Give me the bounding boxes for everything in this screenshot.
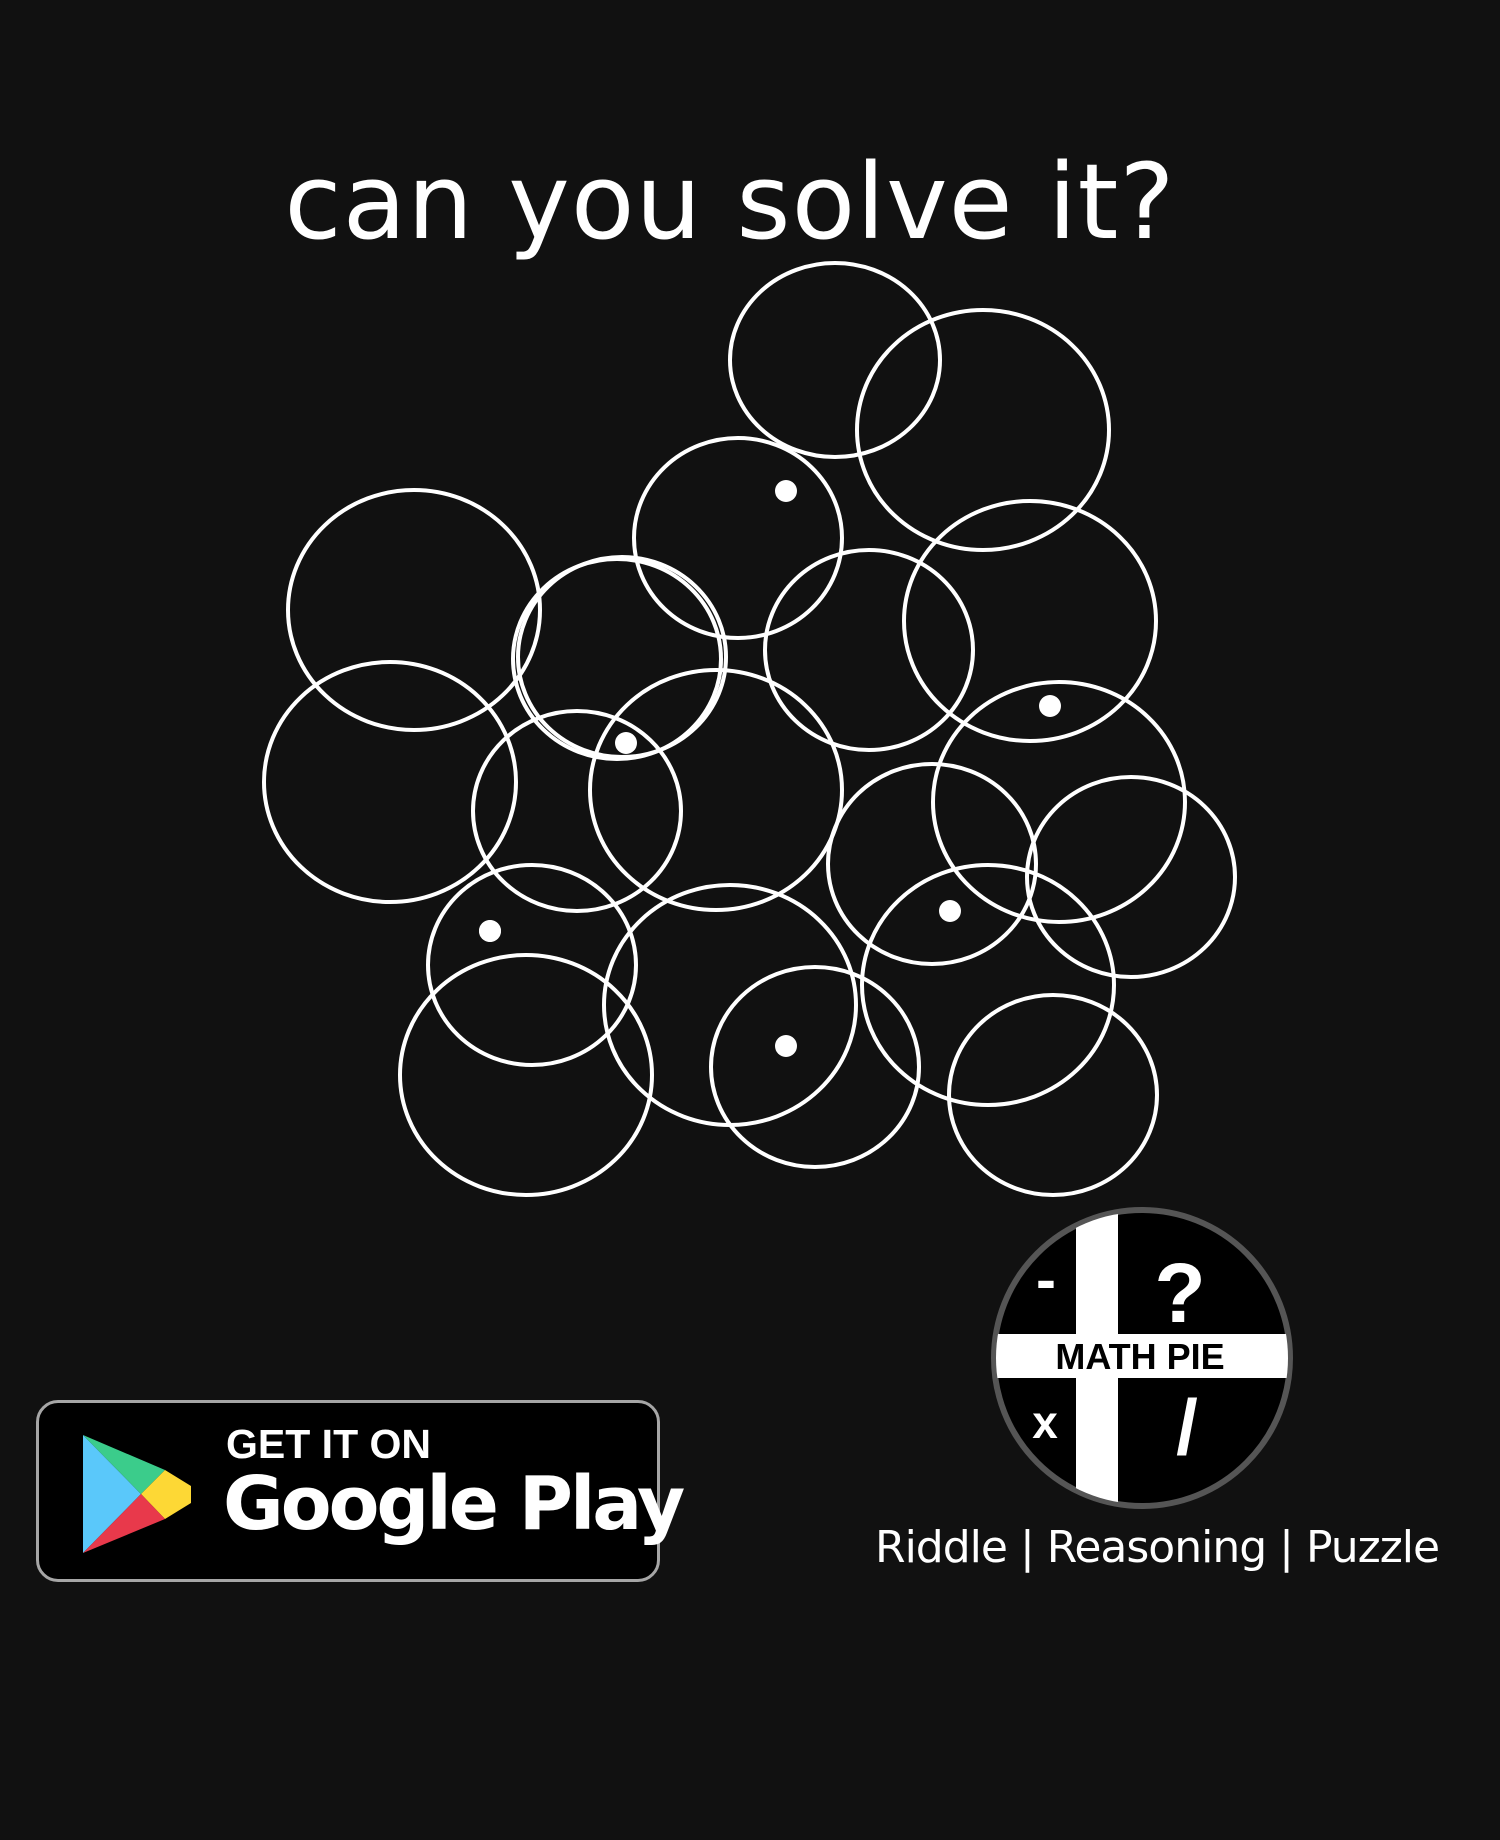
puzzle-circle xyxy=(516,555,728,759)
puzzle-circle xyxy=(426,863,638,1067)
puzzle-dot xyxy=(939,900,961,922)
puzzle-circle xyxy=(826,762,1038,966)
puzzle-circle xyxy=(902,499,1158,743)
puzzle-circle xyxy=(602,883,858,1127)
logo-question: ? xyxy=(1154,1246,1205,1340)
puzzle-circle xyxy=(709,965,921,1169)
google-play-icon xyxy=(83,1435,191,1553)
puzzle-circle xyxy=(947,993,1159,1197)
puzzle-circle xyxy=(763,548,975,752)
puzzle-circle xyxy=(860,863,1116,1107)
puzzle-circle xyxy=(728,261,942,459)
puzzle-circle xyxy=(588,668,844,912)
puzzle-circle xyxy=(262,660,518,904)
puzzle-dot xyxy=(1039,695,1061,717)
google-play-badge[interactable]: GET IT ON Google Play xyxy=(36,1400,685,1582)
puzzle-dot xyxy=(775,480,797,502)
puzzle-dot xyxy=(775,1035,797,1057)
puzzle-circle xyxy=(1025,775,1237,979)
app-tagline: Riddle | Reasoning | Puzzle xyxy=(875,1522,1440,1573)
puzzle-circle xyxy=(471,709,683,913)
math-pie-logo: - ? x / MATH PIE xyxy=(991,1207,1293,1509)
puzzle-circle xyxy=(286,488,542,732)
puzzle-circle xyxy=(931,680,1187,924)
badge-get-it-on: GET IT ON xyxy=(226,1421,431,1467)
logo-times: x xyxy=(1032,1396,1058,1448)
puzzle-dot xyxy=(479,920,501,942)
puzzle-title: can you solve it? xyxy=(284,141,1176,263)
badge-google-play: Google Play xyxy=(223,1461,685,1547)
logo-divide: / xyxy=(1176,1383,1198,1471)
puzzle-circle xyxy=(855,308,1111,552)
puzzle-dot xyxy=(615,732,637,754)
puzzle-circle xyxy=(398,953,654,1197)
logo-name: MATH PIE xyxy=(1055,1336,1224,1377)
puzzle-circle xyxy=(632,436,844,640)
logo-minus: - xyxy=(1036,1246,1056,1313)
